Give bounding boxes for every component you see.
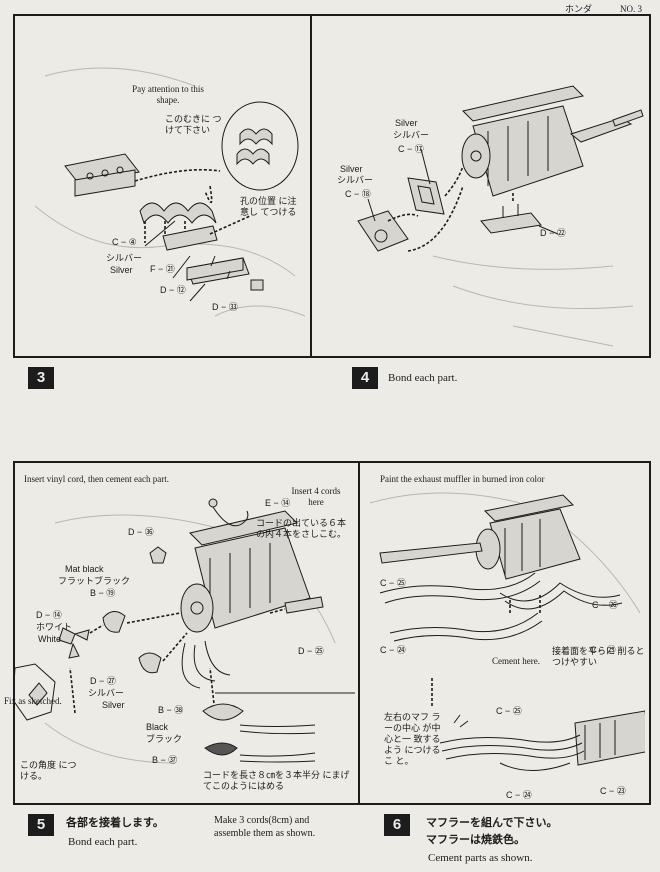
step4-illustration [357,85,644,347]
cement-here-note: Cement here. [492,656,540,666]
part-c25-top: C − ㉕ [380,578,406,588]
silver1-en-label: Silver [395,118,418,128]
step-5-number: 5 [28,814,54,836]
header-page-number: NO. 3 [620,4,642,14]
step-6-caption-en: Cement parts as shown. [428,852,533,864]
silver2-jp-label: シルバー [337,175,374,185]
flat-black-jp-label: フラットブラック [58,576,131,586]
fix-as-sketched-note: Fix as sketched. [4,696,62,706]
silver1-jp-label: シルバー [393,130,430,140]
silver-en-label: Silver [110,265,133,275]
step-5-caption-jp: 各部を接着します。 [66,817,164,829]
step-6-caption-jp-2: マフラーは焼鉄色。 [426,834,525,846]
step-6-caption-jp-1: マフラーを組んで下さい。 [426,817,558,829]
part-d12: D − ⑫ [160,285,186,295]
step-5-caption-en: Bond each part. [68,836,138,848]
part-d27: D − ㉗ [90,676,116,686]
step-6-number: 6 [384,814,410,836]
step-4-number: 4 [352,367,378,389]
part-b37: B − ㊲ [152,755,178,765]
part-e14: E − ⑭ [265,498,291,508]
part-c23-top: C − ㉓ [590,645,616,655]
part-c4: C − ④ [112,237,137,247]
step-4-caption: Bond each part. [388,372,458,384]
mat-black-label: Mat black [65,564,104,574]
silver-jp-label: シルバー [106,253,143,263]
part-b19: B − ⑲ [90,588,116,598]
step-5-make-cords: Make 3 cords(8cm) and assemble them as s… [214,815,316,839]
part-b38: B − ㊳ [158,705,184,715]
part-c26: C − ㉖ [592,600,618,610]
part-d25: D − ㉕ [298,646,324,656]
header-maker: ホンダ [564,4,592,14]
top-panel-divider [310,16,312,356]
part-c25-bottom: C − ㉕ [496,706,522,716]
jp-hole-note: 孔の位置 に注意し てつける [240,196,297,217]
jp-angle-note: この角度 につける。 [20,760,77,781]
white-en-label: White [38,634,62,644]
page-header: ホンダ NO. 3 [537,2,642,15]
bottom-panel-frame [13,461,651,805]
step6-illustration [369,492,645,771]
silver-jp-label-5: シルバー [88,688,125,698]
part-c18: C − ⑱ [345,189,371,199]
part-c23-bottom: C − ㉓ [600,786,626,796]
jp-cord-note: コードの出ている６本 の内４本をさしこむ。 [256,518,347,539]
pay-attention-note: Pay attention to this shape. [132,84,204,105]
part-d33: D − ㉝ [212,302,238,312]
jp-flat-surface-note: 接着面を平らに 削るとつけやすい [552,646,645,667]
part-f21: F − ㉑ [150,264,175,274]
part-c24-top: C − ㉔ [380,645,406,655]
jp-direction-note: このむきに つけて下さい [165,114,222,135]
part-d22: D − ㉒ [540,228,566,238]
step6-paint-note: Paint the exhaust muffler in burned iron… [380,474,545,484]
white-jp-label: ホワイト [36,622,73,632]
silver-en-label-5: Silver [102,700,125,710]
insert-4-cords-note: Insert 4 cords here [291,486,341,507]
jp-cord-length-note: コードを長さ８㎝を３本半分 にまげてこのようにはめる [203,770,350,791]
part-c24-bottom: C − ㉔ [506,790,532,800]
black-jp-label: ブラック [146,734,183,744]
jp-muffler-center-note: 左右のマフ ラーの中心 が中心と一 致するよう につけるこ と。 [384,712,441,766]
step5-illustration [15,498,355,764]
part-d36: D − ㊱ [128,527,154,537]
part-c17: C − ⑰ [398,144,424,154]
step-3-number: 3 [28,367,54,389]
part-d14: D − ⑭ [36,610,62,620]
silver2-en-label: Silver [340,164,363,174]
step5-instruction: Insert vinyl cord, then cement each part… [24,474,169,484]
bottom-panel-divider [358,463,360,803]
black-en-label: Black [146,722,169,732]
step3-illustration [34,67,306,317]
top-panel-frame [13,14,651,358]
